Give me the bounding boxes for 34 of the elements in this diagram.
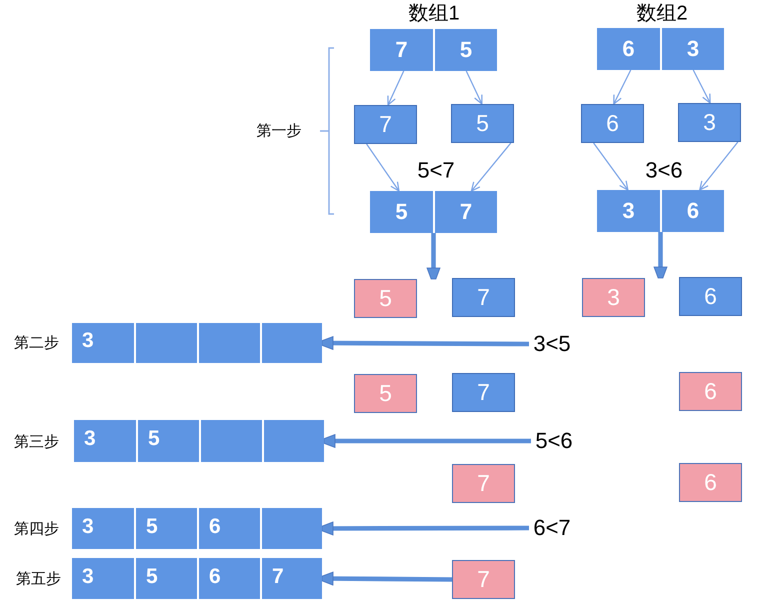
step-label: 第五步: [16, 570, 61, 588]
number-box: 6: [679, 372, 742, 411]
array-title: 数组1: [408, 2, 460, 26]
step-label: 第二步: [14, 334, 59, 352]
arrow: [470, 142, 512, 192]
number-box: 5: [354, 374, 417, 413]
number-box: 3: [678, 103, 741, 142]
arrow: [699, 142, 738, 191]
arrow: [613, 70, 632, 105]
comparison-text: 3<5: [529, 331, 575, 357]
arrow: [466, 70, 482, 105]
comparison-text: 6<7: [529, 515, 575, 541]
number-box: 3: [582, 278, 645, 317]
comparison-text: 3<6: [645, 157, 683, 183]
number-box: 7: [452, 560, 515, 599]
comparison-text: 5<7: [417, 157, 455, 183]
array-title: 数组2: [636, 2, 688, 26]
number-box: 7: [452, 464, 515, 503]
number-box: 7: [354, 105, 417, 144]
comparison-text: 5<6: [531, 428, 577, 454]
number-box: 6: [679, 277, 742, 316]
number-box: 7: [452, 278, 515, 317]
number-box: 6: [581, 104, 644, 143]
arrow: [366, 144, 400, 192]
arrow: [593, 142, 628, 191]
arrow: [692, 70, 711, 104]
step-label: 第一步: [256, 122, 302, 140]
step-label: 第四步: [14, 520, 59, 538]
number-box: 5: [354, 279, 417, 318]
number-box: 7: [452, 373, 515, 412]
step-label: 第三步: [14, 433, 59, 451]
arrow: [387, 70, 404, 106]
number-box: 6: [679, 463, 742, 502]
number-box: 5: [451, 104, 514, 143]
